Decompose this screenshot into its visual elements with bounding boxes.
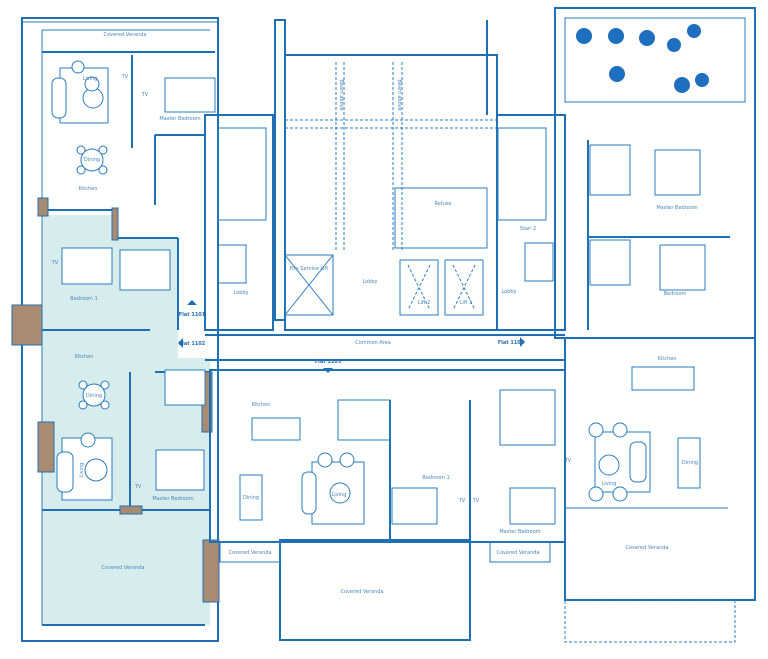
flat-1102-highlight	[42, 215, 210, 625]
label-1103-kitchen: Kitchen	[252, 402, 271, 408]
label-stair-2: Stair 2	[520, 226, 536, 232]
label-1101-veranda: Covered Veranda	[103, 32, 146, 38]
label-1101-living: Living	[83, 76, 98, 82]
label-lobby-right: Lobby	[501, 289, 516, 295]
entry-markers	[178, 300, 525, 373]
label-1103-veranda3: Covered Veranda	[496, 550, 539, 556]
label-1103-bedroom: Bedroom 1	[422, 475, 449, 481]
label-1101-kitchen: Kitchen	[79, 186, 98, 192]
label-1104-dining: Dining	[682, 460, 698, 466]
label-beam-1: Beam above	[338, 79, 344, 110]
labels: Common Area Lobby Lobby Lobby Fire Servi…	[51, 32, 698, 595]
label-1102-master: Master Bedroom	[152, 496, 193, 502]
label-1103-veranda: Covered Veranda	[228, 550, 271, 556]
label-1104-master: Master Bedroom	[656, 205, 697, 211]
label-beam-2: Beam above	[396, 79, 402, 110]
label-1101-dining: Dining	[84, 157, 100, 163]
label-1103-veranda2: Covered Veranda	[340, 589, 383, 595]
label-common-area: Common Area	[355, 340, 391, 346]
label-1101-master: Master Bedroom	[159, 116, 200, 122]
label-1103-tv1: TV	[458, 498, 466, 504]
label-lift-2: Lift 2	[418, 300, 431, 306]
label-1103-dining: Dining	[243, 495, 259, 501]
label-1101-tv3: TV	[51, 260, 59, 266]
label-1104-veranda: Covered Veranda	[625, 545, 668, 551]
label-1104-tv: TV	[564, 458, 572, 464]
label-refuse: Refuse	[435, 201, 452, 207]
label-lobby-center: Lobby	[362, 279, 377, 285]
label-1103-tv2: TV	[472, 498, 480, 504]
label-1101-tv2: TV	[141, 92, 149, 98]
label-fire-lift: Fire Service Lift	[290, 266, 328, 272]
label-1103-living: Living	[332, 492, 347, 498]
flat-1101-tag: Flat 1101	[179, 312, 206, 318]
flat-1102-tag: Flat 1102	[179, 341, 206, 347]
label-1102-veranda: Covered Veranda	[101, 565, 144, 571]
columns	[11, 197, 220, 603]
label-lobby-left: Lobby	[233, 290, 248, 296]
label-1104-kitchen: Kitchen	[658, 356, 677, 362]
label-1103-master: Master Bedroom	[499, 529, 540, 535]
label-lift-1: Lift 1	[460, 300, 473, 306]
label-1101-bedroom: Bedroom 1	[70, 296, 97, 302]
label-1102-dining: Dining	[86, 393, 102, 399]
flat-1103-tag: Flat 1103	[315, 359, 342, 365]
label-1104-bedroom: Bedroom	[664, 291, 687, 297]
label-1101-tv1: TV	[121, 74, 129, 80]
core-walls	[204, 19, 566, 361]
flat-1104-tag: Flat 1104	[498, 340, 525, 346]
label-1104-living: Living	[602, 481, 617, 487]
flat-1103-walls	[209, 369, 566, 641]
label-1102-kitchen: Kitchen	[75, 354, 94, 360]
label-1102-living: Living	[79, 463, 85, 478]
flat-1104-walls	[554, 7, 756, 643]
garden-plants	[576, 24, 709, 93]
west-furniture	[51, 60, 216, 501]
label-1102-tv: TV	[134, 484, 142, 490]
